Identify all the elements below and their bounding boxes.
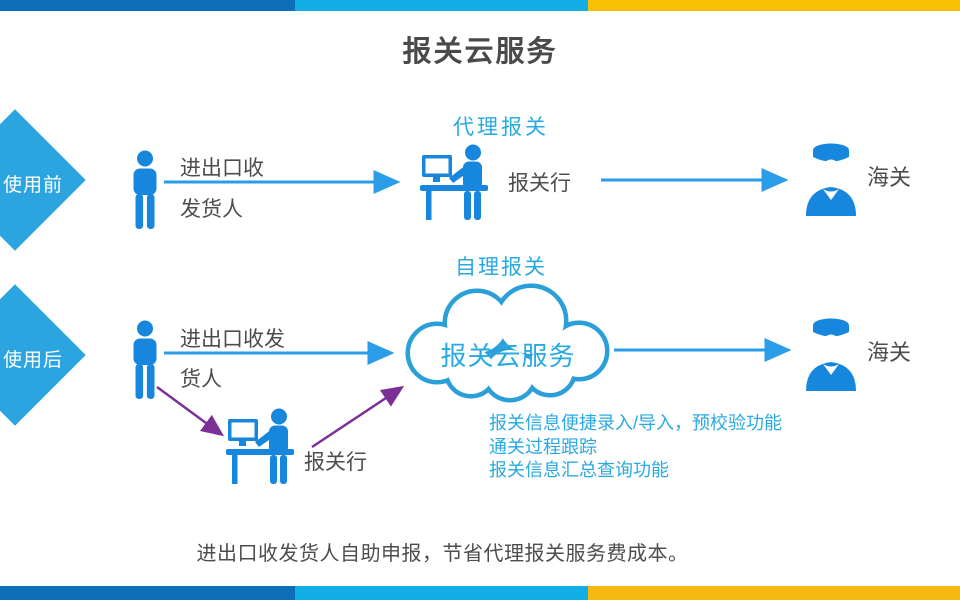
desk-computer-person-icon (420, 144, 488, 220)
customs-label-before: 海关 (867, 165, 912, 190)
stage-label-before: 使用前 (2, 175, 63, 196)
top-border-bar (0, 0, 960, 11)
top-bar-cyan-segment (295, 0, 588, 11)
stage-label-after: 使用后 (2, 350, 63, 371)
top-bar-blue-segment (0, 0, 295, 11)
broker-label-before: 报关行 (508, 172, 571, 195)
feature-item: 报关信息汇总查询功能 (489, 460, 669, 480)
consignor-label-after-line1: 进出口收发 (180, 328, 285, 351)
feature-list: 报关信息便捷录入/导入，预校验功能 通关过程跟踪 报关信息汇总查询功能 (489, 412, 782, 483)
footer-summary: 进出口收发货人自助申报，节省代理报关服务费成本。 (196, 543, 689, 565)
feature-item: 通关过程跟踪 (489, 436, 597, 457)
consignor-label-before-line2: 发货人 (180, 198, 243, 221)
feature-item: 报关信息便捷录入/导入，预校验功能 (489, 413, 782, 433)
customs-officer-icon (806, 318, 856, 391)
arrow-consignor-to-broker-after (156, 385, 225, 437)
arrow-broker-to-cloud-after (311, 385, 405, 449)
cloud-service-label: 报关云服务 (440, 341, 576, 371)
customs-officer-icon (806, 143, 856, 216)
bottom-border-bar (0, 586, 960, 600)
broker-label-after: 报关行 (304, 451, 367, 474)
consignor-label-after-line2: 货人 (180, 368, 222, 391)
bottom-bar-cyan-segment (295, 586, 588, 600)
bottom-bar-yellow-segment (588, 586, 960, 600)
bottom-bar-blue-segment (0, 586, 295, 600)
top-bar-yellow-segment (588, 0, 960, 11)
consignor-label-before-line1: 进出口收 (180, 157, 264, 180)
desk-computer-person-icon (226, 408, 294, 484)
person-icon (133, 150, 157, 229)
cloud-icon (405, 283, 610, 403)
customs-label-after: 海关 (867, 340, 912, 365)
person-icon (133, 320, 157, 399)
page-title: 报关云服务 (402, 36, 558, 68)
mode-label-after: 自理报关 (455, 256, 547, 279)
mode-label-before: 代理报关 (453, 116, 549, 139)
